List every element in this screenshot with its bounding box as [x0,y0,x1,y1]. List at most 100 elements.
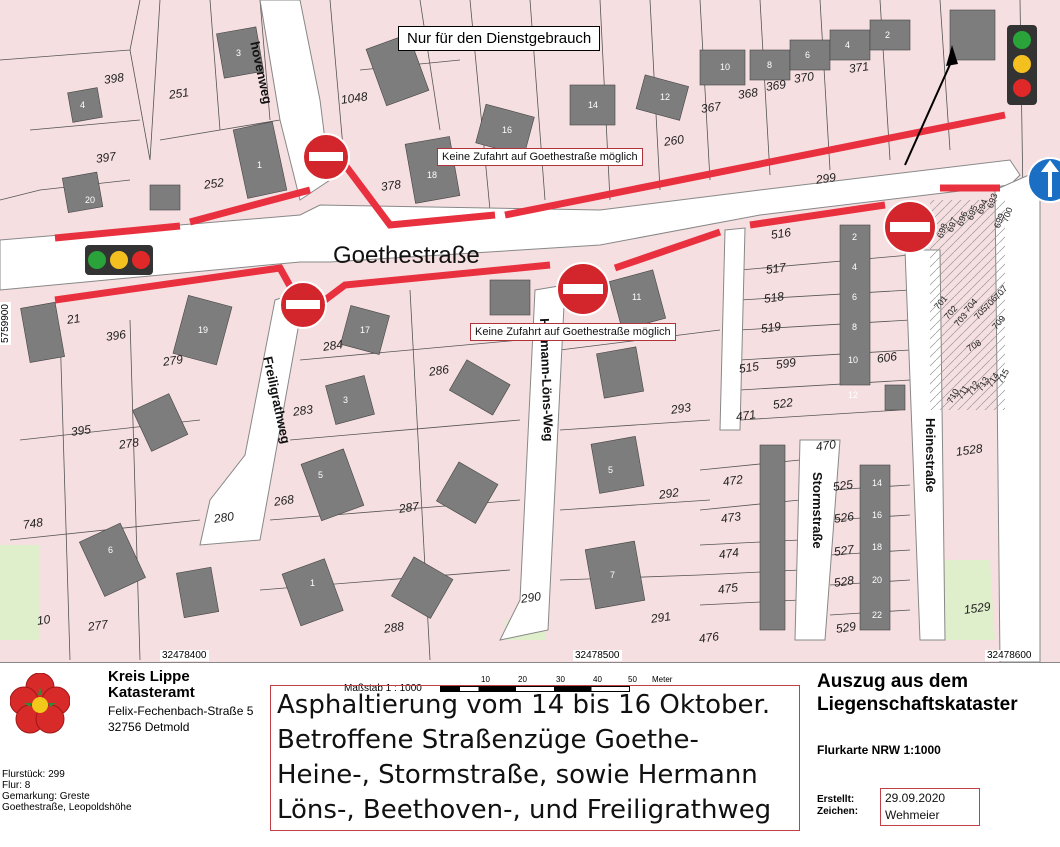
parcel-number: 268 [273,492,295,509]
house-number: 18 [427,170,438,180]
parcel-number: 519 [760,319,782,336]
street-label-heine: Heinestraße [923,418,938,493]
parcel-number: 472 [722,472,744,489]
parcel-number: 606 [876,349,898,366]
house-number: 6 [108,545,114,555]
house-number: 11 [632,292,642,302]
parcel-number: 525 [832,477,854,494]
house-number: 3 [343,395,349,405]
cadastral-map[interactable]: Nur für den Dienstgebrauch Goethestraße … [0,0,1060,663]
parcel-number: 378 [380,177,402,194]
parcel-number: 284 [322,337,344,354]
house-number: 22 [872,610,883,620]
authority-city: 32756 Detmold [108,720,190,734]
parcel-number: 516 [770,225,792,242]
drawn-by: Wehmeier [885,808,940,822]
coord-x-2: 32478500 [573,650,622,661]
green-area [940,560,995,640]
parcel-number: 396 [105,327,127,344]
traffic-light-icon [85,245,153,275]
parcel-boundaries [0,0,1031,661]
scale-tick: 20 [518,675,527,684]
parcel-number: 10 [36,612,52,628]
parcel-number: 287 [398,499,420,516]
document-title-line1: Auszug aus dem [817,671,968,692]
house-number: 5 [318,470,324,480]
closure-note-north: Keine Zufahrt auf Goethestraße möglich [437,148,643,166]
house-number: 7 [610,570,616,580]
house-number: 6 [852,292,858,302]
house-number: 4 [845,40,851,50]
parcel-number: 260 [663,132,685,149]
parcel-number: 528 [833,573,855,590]
parcel-number: 476 [698,629,720,646]
location-info: Goethestraße, Leopoldshöhe [2,802,132,813]
parcel-number: 474 [718,545,740,562]
house-number: 16 [872,510,883,520]
parking-area [930,200,1005,410]
house-number: 14 [588,100,599,110]
house-number: 1 [310,578,316,588]
house-number: 4 [852,262,858,272]
scale-tick: 10 [481,675,490,684]
parcel-number: 367 [700,99,722,116]
document-subtitle: Flurkarte NRW 1:1000 [817,743,941,757]
street-label-storm: Stormstraße [810,472,825,549]
house-number: 17 [360,325,371,335]
parcel-number: 526 [833,509,855,526]
no-entry-sign-icon [556,262,610,316]
house-number: 8 [767,60,773,70]
parcel-number: 279 [162,352,184,369]
scale-bar [440,686,630,692]
announcement-line: Heine-, Stormstraße, sowie Hermann [277,760,758,790]
no-entry-sign-icon [302,133,350,181]
scale-tick: 30 [556,675,565,684]
house-number: 1 [257,160,263,170]
parcel-number: 398 [103,70,125,87]
no-entry-sign-icon [279,281,327,329]
traffic-light-icon [1007,25,1037,105]
parcel-number: 288 [383,619,405,636]
parcel-number: 529 [835,619,857,636]
kreis-lippe-rose-logo [10,673,70,734]
closure-note-south: Keine Zufahrt auf Goethestraße möglich [470,323,676,341]
house-number: 3 [236,48,242,58]
direction-arrow [904,45,958,166]
parcel-number: 475 [717,580,739,597]
scale-label: Maßstab 1 : 1000 [344,683,422,694]
parcel-number: 748 [22,515,44,532]
parcel-number: 299 [815,170,837,187]
house-number: 5 [608,465,614,475]
house-number: 20 [872,575,883,585]
document-title-line2: Liegenschaftskataster [817,694,1018,715]
parcel-number: 395 [70,422,92,439]
scale-tick: 40 [593,675,602,684]
parcel-number: 280 [213,509,235,526]
parcel-number: 515 [738,359,760,376]
drawn-label: Zeichen: [817,806,859,817]
house-number: 6 [805,50,811,60]
announcement-line: Betroffene Straßenzüge Goethe- [277,725,699,755]
house-number: 4 [80,100,86,110]
parcel-number: 369 [765,77,787,94]
parcel-number: 517 [765,260,787,277]
parcel-number: 278 [118,435,140,452]
restricted-use-notice: Nur für den Dienstgebrauch [398,26,601,51]
house-number: 19 [198,325,209,335]
house-number: 10 [720,62,731,72]
parcel-number: 283 [292,402,314,419]
parcel-number: 527 [833,542,855,559]
house-number: 20 [85,195,96,205]
no-entry-sign-icon [883,200,937,254]
house-number: 12 [848,390,859,400]
created-label: Erstellt: [817,794,855,805]
parcel-number: 518 [763,289,785,306]
house-number: 2 [885,30,891,40]
parcel-number: 21 [66,311,82,327]
house-number: 2 [852,232,858,242]
coord-y-1: 5759900 [0,302,11,345]
parcel-number: 471 [735,407,757,424]
buildings [20,9,996,631]
announcement-text: Asphaltierung vom 14 bis 16 Oktober. Bet… [270,685,800,831]
street-label-goethe: Goethestraße [333,242,480,269]
